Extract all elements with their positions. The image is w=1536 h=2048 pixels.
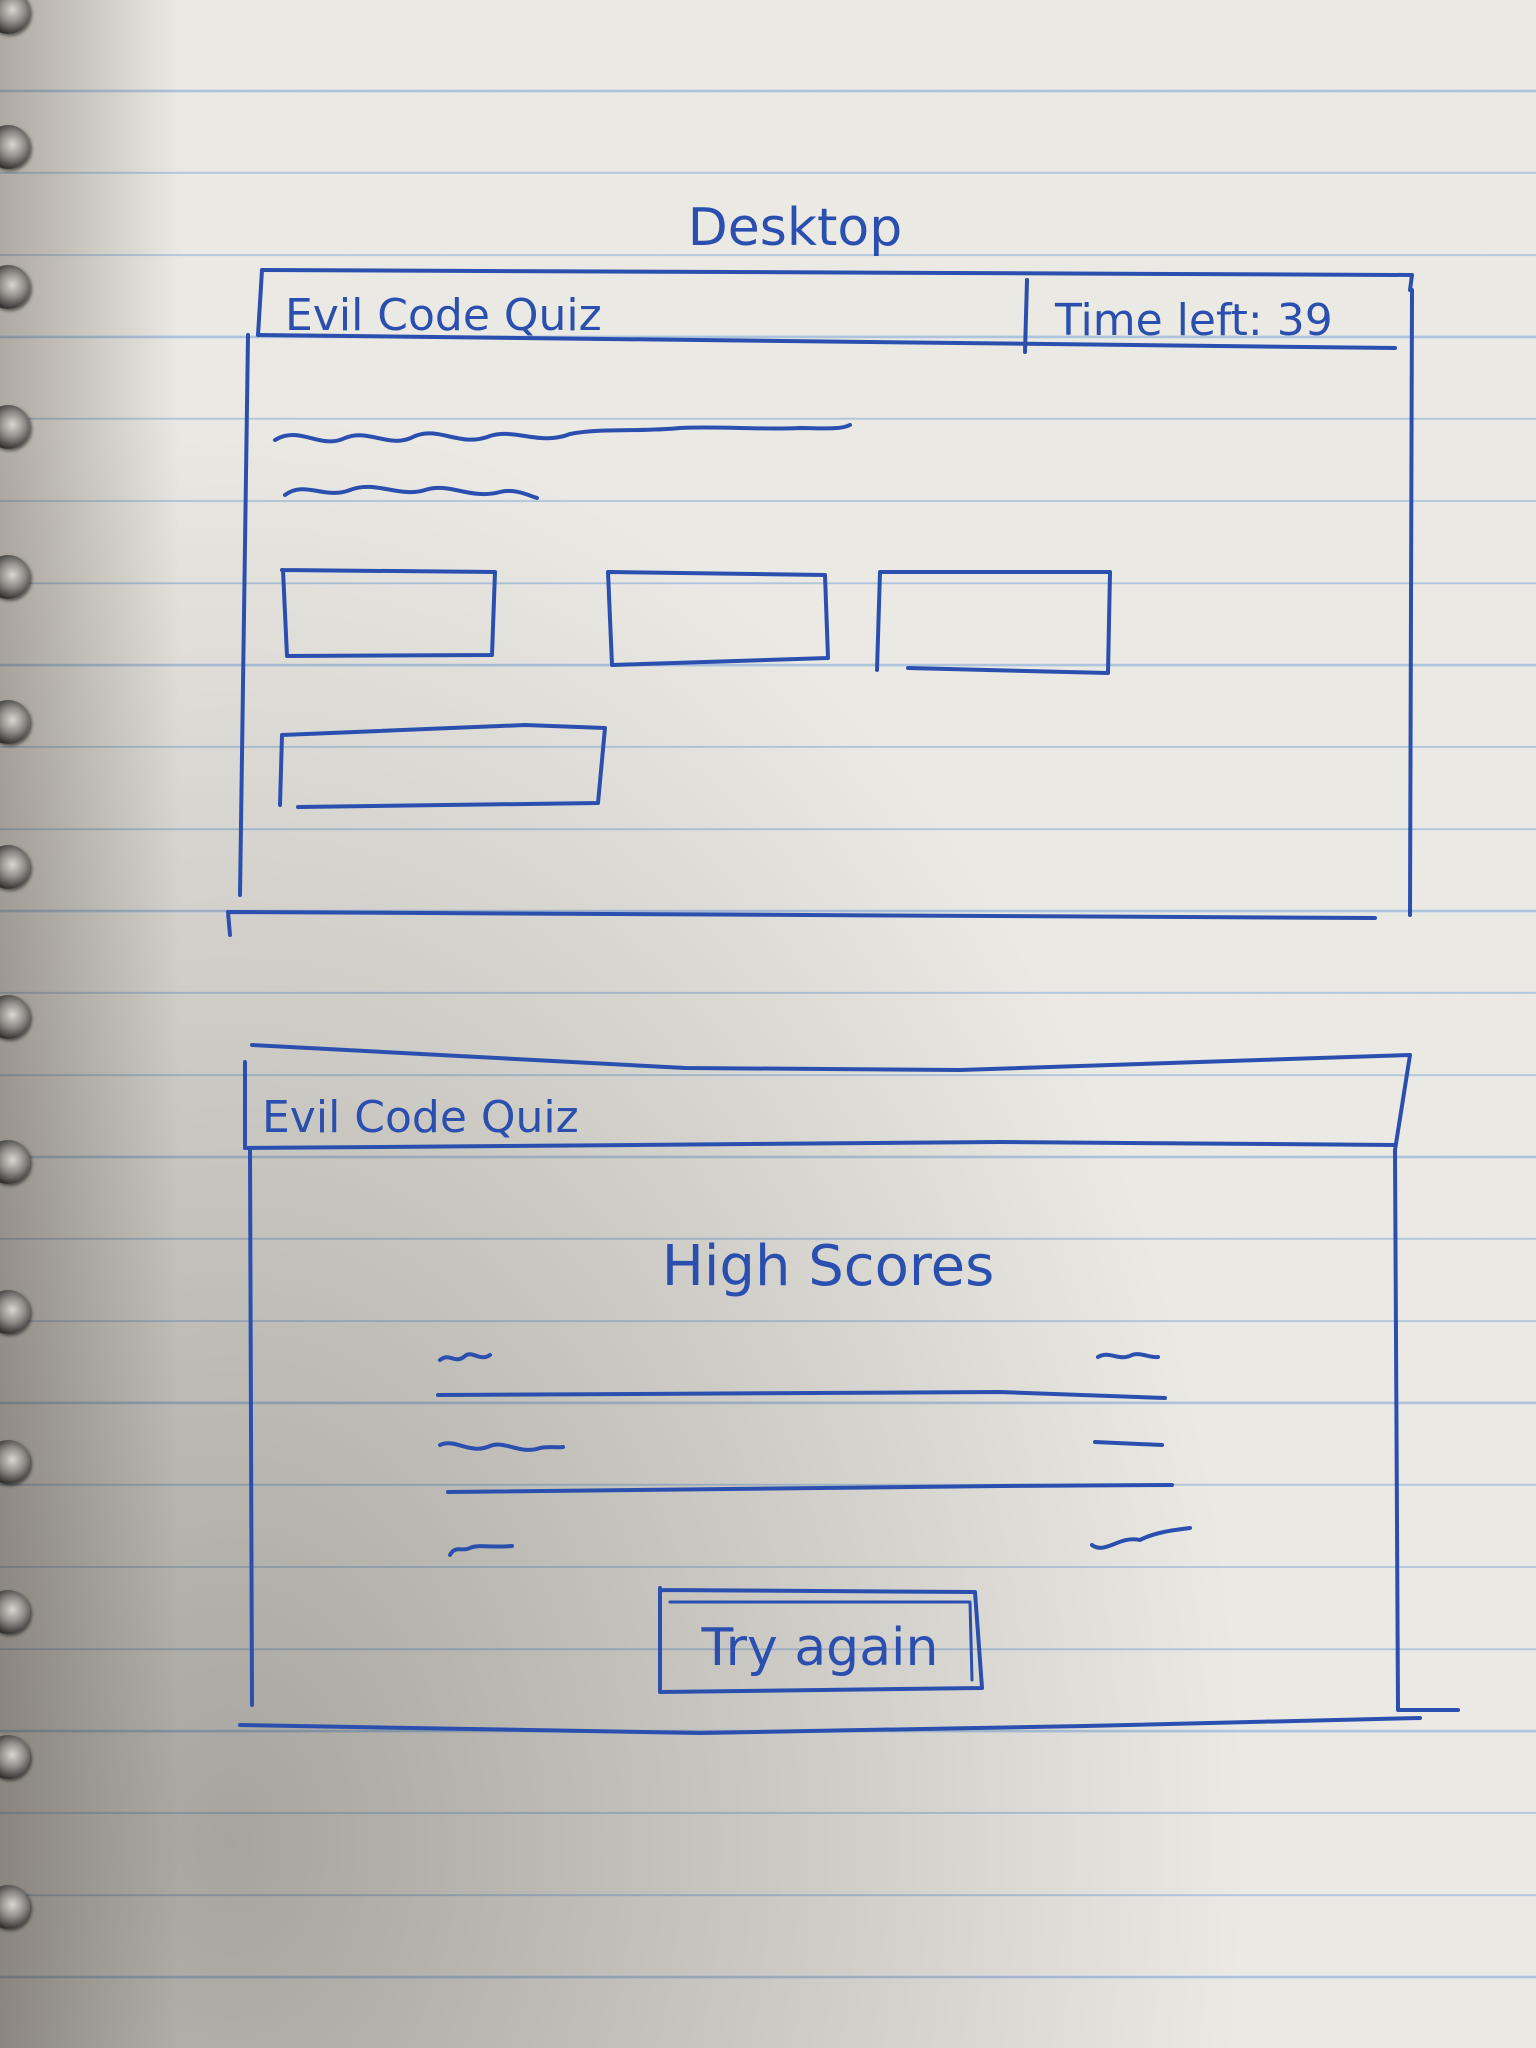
- quiz-bottom-border: [226, 910, 1377, 937]
- quiz-left-top-border: [256, 268, 264, 337]
- answer-button[interactable]: [280, 568, 497, 658]
- try-again-button[interactable]: Try again: [658, 1586, 984, 1694]
- quiz-screen: Evil Code Quiz Time left: 39: [226, 268, 1414, 937]
- quiz-left-border: [238, 333, 250, 897]
- app-title: Evil Code Quiz: [262, 1092, 579, 1143]
- quiz-right-border: [1408, 288, 1414, 917]
- highscores-screen: Evil Code Quiz High Scores Try: [238, 1043, 1460, 1735]
- score-row: [438, 1440, 1174, 1494]
- score-row-divider: [446, 1483, 1174, 1494]
- hs-right-border: [1393, 1053, 1460, 1712]
- hs-header-underline: [243, 1140, 1397, 1150]
- score-value: [1096, 1352, 1160, 1360]
- timer-display: Time left: 39: [1054, 295, 1333, 346]
- score-value: [1090, 1526, 1192, 1550]
- score-row: [436, 1352, 1167, 1400]
- app-title: Evil Code Quiz: [285, 290, 602, 341]
- quiz-top-border: [260, 268, 1414, 292]
- question-text-line: [283, 484, 539, 500]
- answer-button[interactable]: [875, 570, 1112, 675]
- hs-top-border: [250, 1043, 1412, 1072]
- quiz-header-underline: [256, 333, 1397, 350]
- answer-button[interactable]: [606, 570, 830, 667]
- quiz-header-divider: [1023, 278, 1029, 354]
- question-text-line: [273, 423, 852, 444]
- page-heading: Desktop: [688, 198, 902, 258]
- try-again-label: Try again: [701, 1618, 939, 1678]
- score-name: [438, 1352, 492, 1362]
- score-row: [448, 1526, 1192, 1557]
- score-name: [448, 1544, 514, 1557]
- highscores-title: High Scores: [662, 1234, 995, 1299]
- hs-bottom-border: [238, 1716, 1422, 1735]
- score-name: [438, 1441, 565, 1452]
- score-value: [1093, 1440, 1164, 1447]
- score-row-divider: [436, 1390, 1167, 1400]
- hs-left-border: [248, 1148, 254, 1707]
- answer-button[interactable]: [278, 723, 607, 809]
